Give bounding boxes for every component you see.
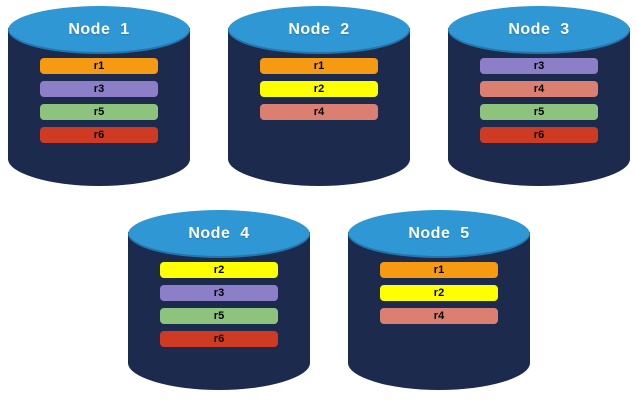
replica-bar[interactable]: r4 — [380, 308, 498, 324]
node-label-2: Node 2 — [288, 21, 350, 38]
replica-stack-3: r3 r4 r5 r6 — [448, 58, 630, 143]
replica-bar[interactable]: r6 — [480, 127, 598, 143]
replica-bar[interactable]: r2 — [260, 81, 378, 97]
cylinder-top-2 — [228, 6, 410, 54]
cylinder-top-5 — [348, 210, 530, 258]
replica-stack-1: r1 r3 r5 r6 — [8, 58, 190, 143]
replica-stack-5: r1 r2 r4 — [348, 262, 530, 324]
replica-bar[interactable]: r5 — [160, 308, 278, 324]
replica-bar[interactable]: r6 — [40, 127, 158, 143]
replica-bar[interactable]: r3 — [160, 285, 278, 301]
node-cylinder-2[interactable]: Node 2 r1 r2 r4 — [228, 6, 410, 186]
replica-bar[interactable]: r1 — [260, 58, 378, 74]
node-label-3: Node 3 — [508, 21, 570, 38]
replica-bar[interactable]: r4 — [260, 104, 378, 120]
replica-stack-2: r1 r2 r4 — [228, 58, 410, 120]
cylinder-top-3 — [448, 6, 630, 54]
replica-bar[interactable]: r1 — [40, 58, 158, 74]
node-label-4: Node 4 — [188, 225, 250, 242]
node-cylinder-1[interactable]: Node 1 r1 r3 r5 r6 — [8, 6, 190, 186]
replica-bar[interactable]: r3 — [40, 81, 158, 97]
node-cylinder-4[interactable]: Node 4 r2 r3 r5 r6 — [128, 210, 310, 390]
replica-stack-4: r2 r3 r5 r6 — [128, 262, 310, 347]
node-cylinder-3[interactable]: Node 3 r3 r4 r5 r6 — [448, 6, 630, 186]
node-cylinder-5[interactable]: Node 5 r1 r2 r4 — [348, 210, 530, 390]
node-label-5: Node 5 — [408, 225, 470, 242]
replica-bar[interactable]: r3 — [480, 58, 598, 74]
replica-bar[interactable]: r5 — [40, 104, 158, 120]
cylinder-body-1 — [8, 28, 190, 186]
replica-bar[interactable]: r6 — [160, 331, 278, 347]
cylinder-top-1 — [8, 6, 190, 54]
replica-bar[interactable]: r2 — [380, 285, 498, 301]
cylinder-top-4 — [128, 210, 310, 258]
node-label-1: Node 1 — [68, 21, 130, 38]
replica-bar[interactable]: r1 — [380, 262, 498, 278]
replica-bar[interactable]: r4 — [480, 81, 598, 97]
replica-bar[interactable]: r5 — [480, 104, 598, 120]
replica-bar[interactable]: r2 — [160, 262, 278, 278]
